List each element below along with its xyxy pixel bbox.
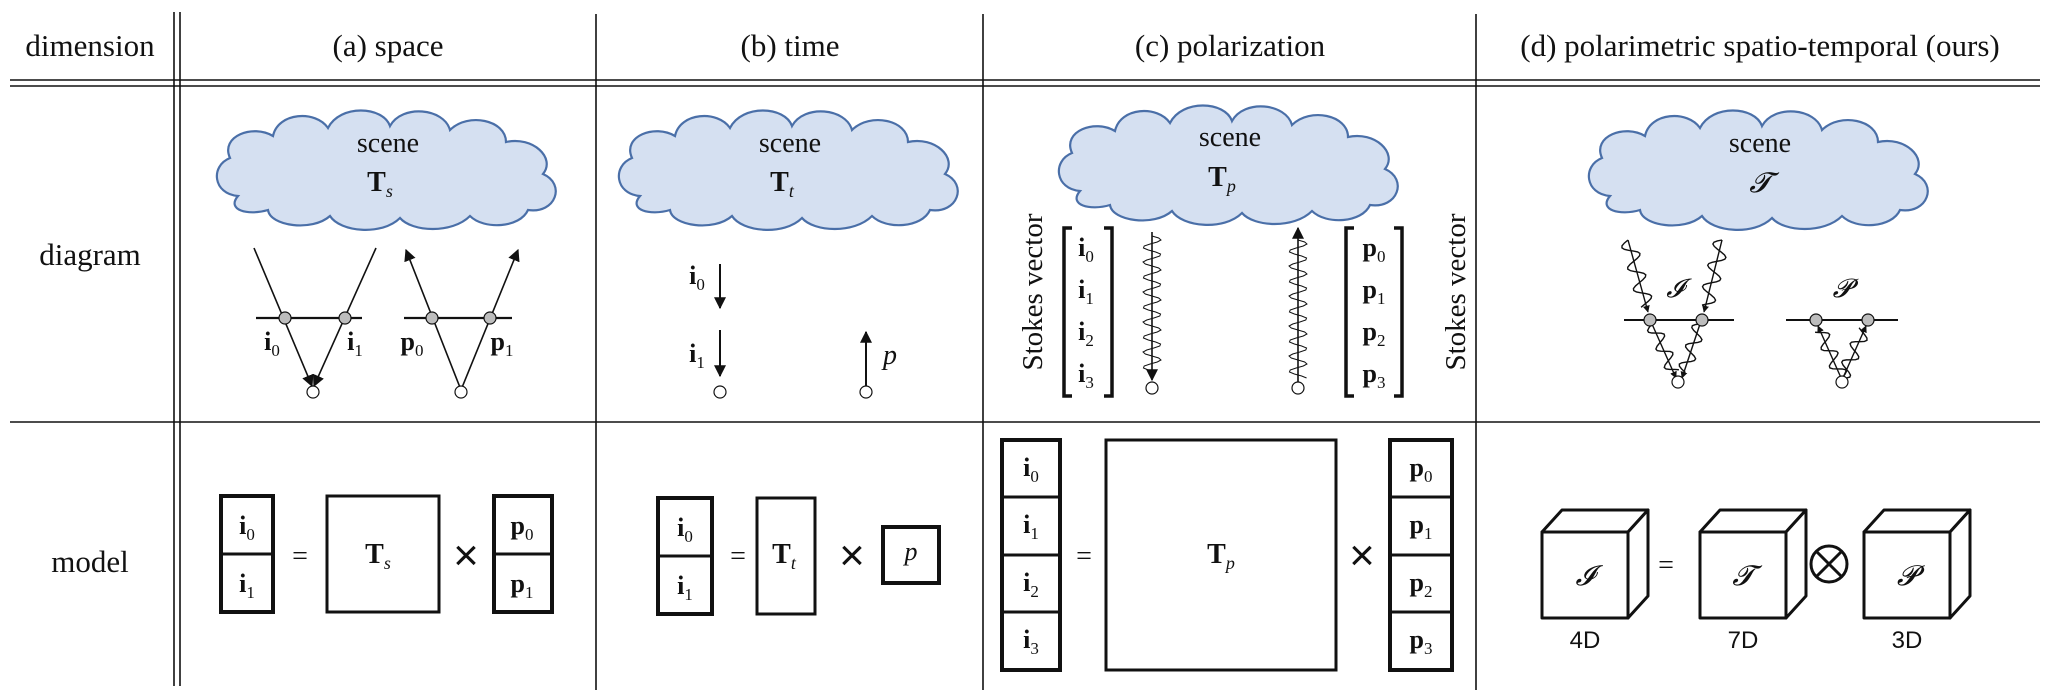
- equals-sign: =: [1076, 541, 1092, 572]
- svg-text:p0: p0: [1410, 453, 1433, 486]
- svg-text:p1: p1: [1363, 275, 1386, 308]
- tensor-cube-P: 𝓟: [1862, 508, 1972, 620]
- scene-label: scene: [759, 128, 821, 159]
- row-label-dimension: dimension: [25, 28, 155, 63]
- stokes-vector-label-right: Stokes vector: [1440, 213, 1472, 370]
- polarized-wave-up: [1288, 226, 1308, 395]
- scene-label: scene: [357, 128, 419, 159]
- vector-i: i0 i1 i2 i3: [1000, 438, 1062, 672]
- diagram-polarization: scene Tp Stokes vector Stokes vector i0 …: [1017, 104, 1472, 398]
- column-header-space: (a) space: [333, 28, 444, 63]
- equals-sign: =: [292, 541, 308, 572]
- scalar-p: p: [881, 525, 941, 585]
- scene-label: scene: [1729, 128, 1791, 159]
- illumination-rays: [253, 247, 520, 391]
- dim-7D: 7D: [1728, 627, 1759, 654]
- svg-text:p3: p3: [1363, 359, 1386, 392]
- equals-sign: =: [730, 541, 746, 572]
- label-i1: i1: [347, 327, 363, 360]
- svg-text:Ts: Ts: [365, 539, 391, 573]
- scene-symbol: Tt: [770, 167, 795, 201]
- label-cal-I: 𝓘: [1666, 274, 1692, 303]
- polarized-wave-down: [1142, 232, 1162, 395]
- diagram-time: scene Tt i0 i1 p: [617, 109, 959, 399]
- vector-i: i0 i1: [656, 496, 714, 616]
- twisted-rays-I: [1621, 239, 1727, 379]
- model-space: i0 i1 = Ts × p0 p1: [219, 494, 554, 614]
- diagram-space: scene Ts i0 i1 p0 p1: [215, 109, 557, 399]
- vector-p: p0 p1 p2 p3: [1388, 438, 1454, 672]
- matrix-Ts: Ts: [325, 494, 441, 614]
- svg-text:i0: i0: [677, 513, 693, 546]
- scene-symbol: Tp: [1208, 162, 1236, 196]
- svg-text:i3: i3: [1078, 359, 1094, 392]
- svg-text:Tp: Tp: [1207, 539, 1235, 573]
- svg-text:i1: i1: [1023, 510, 1039, 543]
- time-arrows: [714, 264, 872, 386]
- svg-text:i2: i2: [1023, 568, 1039, 601]
- header-row: dimension (a) space (b) time (c) polariz…: [25, 28, 1999, 63]
- label-i0: i0: [264, 327, 280, 360]
- label-cal-P: 𝓟: [1833, 274, 1859, 303]
- equals-sign: =: [1658, 550, 1674, 581]
- svg-text:p1: p1: [1410, 510, 1433, 543]
- vector-i: i0 i1: [219, 494, 275, 614]
- svg-text:p1: p1: [511, 569, 534, 602]
- sample-nodes: [278, 311, 497, 399]
- dim-4D: 4D: [1570, 627, 1601, 654]
- svg-text:p0: p0: [1363, 233, 1386, 266]
- svg-text:i0: i0: [239, 511, 255, 544]
- svg-text:i0: i0: [1078, 233, 1094, 266]
- label-p0: p0: [401, 327, 424, 360]
- label-p1: p1: [491, 327, 514, 360]
- model-polarization: i0 i1 i2 i3 = Tp × p0 p1 p2 p3: [1000, 438, 1454, 672]
- label-i0: i0: [689, 261, 705, 294]
- column-header-time: (b) time: [741, 28, 840, 63]
- times-sign: ×: [453, 531, 479, 580]
- tensor-cube-T: 𝓣: [1698, 508, 1808, 620]
- matrix-Tt: Tt: [755, 496, 817, 616]
- times-sign: ×: [1349, 531, 1375, 580]
- svg-text:p3: p3: [1410, 625, 1433, 658]
- svg-text:i1: i1: [239, 569, 255, 602]
- sample-node: [713, 385, 727, 399]
- diagram-polarimetric: scene 𝓣 𝓘 𝓟: [1587, 109, 1929, 389]
- label-p: p: [881, 340, 897, 371]
- svg-text:i3: i3: [1023, 625, 1039, 658]
- svg-text:p2: p2: [1410, 568, 1433, 601]
- svg-text:i2: i2: [1078, 317, 1094, 350]
- stokes-vector-label-left: Stokes vector: [1017, 213, 1049, 370]
- column-header-polarization: (c) polarization: [1135, 28, 1326, 63]
- svg-text:p2: p2: [1363, 317, 1386, 350]
- model-polarimetric: 𝓘 4D = 𝓣 7D 𝓟 3D: [1540, 508, 1972, 654]
- otimes-sign: [1809, 544, 1849, 584]
- vector-p: p0 p1: [492, 494, 554, 614]
- svg-text:i1: i1: [677, 571, 693, 604]
- scene-symbol: Ts: [367, 167, 393, 201]
- twisted-rays-P: [1815, 325, 1868, 381]
- dim-3D: 3D: [1892, 627, 1923, 654]
- times-sign: ×: [839, 531, 865, 580]
- svg-text:i0: i0: [1023, 453, 1039, 486]
- stokes-vector-i: i0 i1 i2 i3: [1062, 226, 1114, 398]
- stokes-vector-p: p0 p1 p2 p3: [1344, 226, 1404, 398]
- svg-text:i1: i1: [1078, 275, 1094, 308]
- sample-node: [859, 385, 873, 399]
- scene-label: scene: [1199, 122, 1261, 153]
- tensor-cube-I: 𝓘: [1540, 508, 1650, 620]
- label-i1: i1: [689, 339, 705, 372]
- matrix-Tp: Tp: [1104, 438, 1338, 672]
- row-label-diagram: diagram: [39, 237, 141, 272]
- svg-text:Tt: Tt: [772, 539, 797, 573]
- svg-text:p: p: [903, 537, 918, 566]
- svg-text:p0: p0: [511, 511, 534, 544]
- model-time: i0 i1 = Tt × p: [656, 496, 941, 616]
- table-grid: [10, 12, 2040, 690]
- row-label-model: model: [51, 544, 129, 579]
- column-header-polarimetric: (d) polarimetric spatio-temporal (ours): [1520, 28, 1999, 63]
